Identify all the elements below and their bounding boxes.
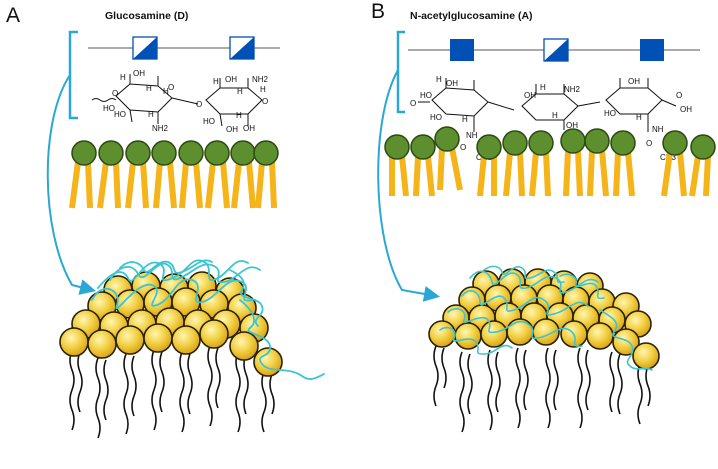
atom-label: OH (225, 75, 237, 84)
atom-label: OH (680, 105, 692, 114)
panel-a-chemical-structure (91, 74, 263, 127)
atom-label: H (148, 110, 154, 119)
lipid (410, 134, 436, 197)
lipid (384, 134, 410, 197)
panel-b-bracket (396, 30, 405, 114)
panel-a-zoom-arrow (46, 74, 96, 295)
atom-label: O (410, 99, 416, 108)
lipid (69, 140, 97, 209)
panel-a-letter: A (6, 4, 20, 27)
atom-label: HO (114, 110, 126, 119)
lipid (528, 130, 554, 197)
atom-label: O (168, 83, 174, 92)
atom-label: H (552, 111, 558, 120)
lipid (689, 134, 716, 197)
panel-b-title: N-acetylglucosamine (A) (410, 10, 533, 22)
lipid (151, 140, 177, 209)
acetylglucosamine-unit-symbol (450, 39, 474, 61)
panel-b-letter: B (371, 0, 385, 23)
lipid (125, 140, 151, 209)
atom-label: NH2 (252, 75, 269, 84)
lipid (661, 130, 688, 197)
lipid (434, 126, 463, 191)
atom-label: HO (604, 109, 616, 118)
atom-label: NH (466, 131, 478, 140)
panel-a: A Glucosamine (D) (6, 4, 325, 439)
atom-label: H (213, 77, 219, 86)
lipid-headgroups (428, 268, 660, 370)
atom-label: O (112, 89, 118, 98)
atom-label: OH (566, 121, 578, 130)
panel-a-lipid-layer (69, 140, 279, 209)
atom-label: OH (524, 91, 536, 100)
atom-label: OH (628, 77, 640, 86)
atom-label: H (436, 75, 442, 84)
lipid (97, 140, 124, 209)
lipid (253, 140, 279, 209)
atom-label: O (262, 97, 268, 106)
atom-label: OH (133, 69, 145, 78)
panel-a-structure-labels: H OH H HO O HO H NH2 H O O H OH H NH2 OH… (103, 69, 269, 134)
atom-label: HO (420, 91, 432, 100)
chitosan-coating (91, 259, 325, 380)
lipid (610, 130, 636, 197)
panel-b-coated-vesicle (428, 265, 660, 433)
atom-label: O (460, 143, 466, 152)
lipid (584, 128, 610, 197)
glucosamine-unit-symbol (229, 36, 255, 60)
panel-a-title: Glucosamine (D) (105, 10, 188, 22)
lipid (178, 140, 204, 209)
panel-b-lipid-layer (384, 126, 716, 197)
glucosamine-unit-symbol (543, 38, 569, 62)
lipid (230, 140, 256, 209)
atom-label: HO (430, 113, 442, 122)
chitosan-coating (439, 265, 653, 371)
atom-label: NH2 (564, 85, 581, 94)
atom-label: H (636, 113, 642, 122)
panel-a-unit-chain (88, 36, 280, 60)
glucosamine-unit-symbol (132, 36, 158, 60)
panel-b-chemical-structure (418, 78, 677, 132)
atom-label: H (237, 87, 243, 96)
atom-label: H (260, 85, 266, 94)
atom-label: NH2 (152, 124, 169, 133)
atom-label: H (540, 83, 546, 92)
atom-label: OH (226, 125, 238, 134)
panel-b: B N-acetylglucosamine (A) (371, 0, 716, 433)
panel-a-coated-vesicle (59, 259, 325, 439)
atom-label: H (462, 115, 468, 124)
atom-label: HO (103, 104, 115, 113)
atom-label: HO (203, 117, 215, 126)
lipid (560, 128, 586, 197)
atom-label: O (676, 91, 682, 100)
atom-label: OH (243, 124, 255, 133)
atom-label: H (120, 73, 126, 82)
atom-label: H (146, 84, 152, 93)
lipid-headgroups (59, 271, 283, 377)
panel-a-bracket (68, 30, 78, 120)
atom-label: O (646, 139, 652, 148)
acetylglucosamine-unit-symbol (640, 39, 664, 61)
panel-b-zoom-arrow (377, 69, 440, 302)
atom-label: H (236, 111, 242, 120)
panel-b-unit-chain (408, 38, 700, 62)
atom-label: O (196, 100, 202, 109)
lipid-tails (69, 345, 275, 439)
lipid (204, 140, 230, 209)
lipid (476, 134, 502, 197)
lipid-tails (433, 345, 651, 433)
lipid (502, 130, 528, 197)
atom-label: NH (652, 125, 664, 134)
atom-label: OH (446, 79, 458, 88)
atom-label: H (163, 87, 169, 96)
